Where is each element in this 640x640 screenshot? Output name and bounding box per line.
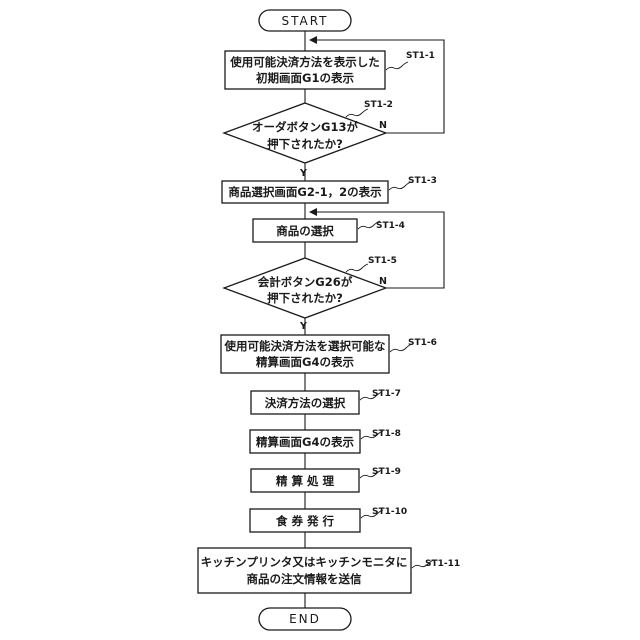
process-text: 食 券 発 行 bbox=[276, 514, 335, 528]
process-text-line-1: キッチンプリンタ又はキッチンモニタに bbox=[201, 555, 408, 569]
start-label: START bbox=[281, 14, 328, 28]
decision-text-line-2: 押下されたか? bbox=[267, 291, 343, 305]
decision-st1-2: オーダボタンG13が 押下されたか? ST1-2 N Y bbox=[224, 100, 393, 179]
decision-text-line-1: 会計ボタンG26が bbox=[257, 275, 353, 289]
decision-text-line-1: オーダボタンG13が bbox=[252, 120, 358, 134]
step-label-st1-7: ST1-7 bbox=[372, 389, 401, 399]
process-text-line-1: 使用可能決済方法を表示した bbox=[229, 55, 380, 69]
step-label-st1-4: ST1-4 bbox=[376, 221, 405, 231]
branch-yes-label: Y bbox=[299, 168, 307, 179]
branch-yes-label: Y bbox=[299, 321, 307, 332]
process-st1-7: 決済方法の選択 ST1-7 bbox=[251, 389, 401, 414]
process-text: 商品の選択 bbox=[276, 224, 334, 238]
process-text: 商品選択画面G2-1，2の表示 bbox=[228, 185, 382, 199]
process-text-line-2: 商品の注文情報を送信 bbox=[247, 572, 362, 586]
process-st1-9: 精 算 処 理 ST1-9 bbox=[251, 467, 401, 492]
decision-st1-5: 会計ボタンG26が 押下されたか? ST1-5 N Y bbox=[224, 256, 397, 332]
step-leader bbox=[386, 62, 408, 70]
step-label-st1-8: ST1-8 bbox=[372, 429, 401, 439]
branch-no-label: N bbox=[379, 120, 387, 131]
step-label-st1-2: ST1-2 bbox=[364, 100, 393, 110]
process-text: 決済方法の選択 bbox=[265, 396, 346, 410]
process-text: 精 算 処 理 bbox=[276, 474, 335, 488]
end-node: END bbox=[259, 608, 351, 630]
end-label: END bbox=[289, 612, 321, 626]
step-label-st1-10: ST1-10 bbox=[372, 507, 407, 517]
step-label-st1-6: ST1-6 bbox=[408, 338, 437, 348]
step-label-st1-1: ST1-1 bbox=[406, 51, 435, 61]
step-label-st1-11: ST1-11 bbox=[425, 559, 460, 569]
process-st1-4: 商品の選択 ST1-4 bbox=[253, 219, 405, 242]
branch-no-label: N bbox=[379, 276, 387, 287]
process-text-line-1: 使用可能決済方法を選択可能な bbox=[224, 339, 386, 353]
step-leader bbox=[346, 109, 368, 117]
process-st1-6: 使用可能決済方法を選択可能な 精算画面G4の表示 ST1-6 bbox=[221, 335, 437, 373]
step-label-st1-9: ST1-9 bbox=[372, 467, 401, 477]
step-label-st1-3: ST1-3 bbox=[408, 176, 437, 186]
process-text-line-2: 精算画面G4の表示 bbox=[256, 355, 354, 369]
process-text-line-2: 初期画面G1の表示 bbox=[256, 71, 354, 85]
process-st1-8: 精算画面G4の表示 ST1-8 bbox=[250, 429, 401, 453]
start-node: START bbox=[259, 10, 351, 31]
process-st1-11: キッチンプリンタ又はキッチンモニタに 商品の注文情報を送信 ST1-11 bbox=[198, 548, 460, 593]
process-text: 精算画面G4の表示 bbox=[256, 435, 354, 449]
process-st1-1: 使用可能決済方法を表示した 初期画面G1の表示 ST1-1 bbox=[225, 51, 435, 89]
decision-text-line-2: 押下されたか? bbox=[267, 137, 343, 151]
process-st1-3: 商品選択画面G2-1，2の表示 ST1-3 bbox=[222, 176, 437, 203]
step-label-st1-5: ST1-5 bbox=[368, 256, 397, 266]
process-st1-10: 食 券 発 行 ST1-10 bbox=[250, 507, 407, 532]
step-leader bbox=[346, 264, 368, 272]
